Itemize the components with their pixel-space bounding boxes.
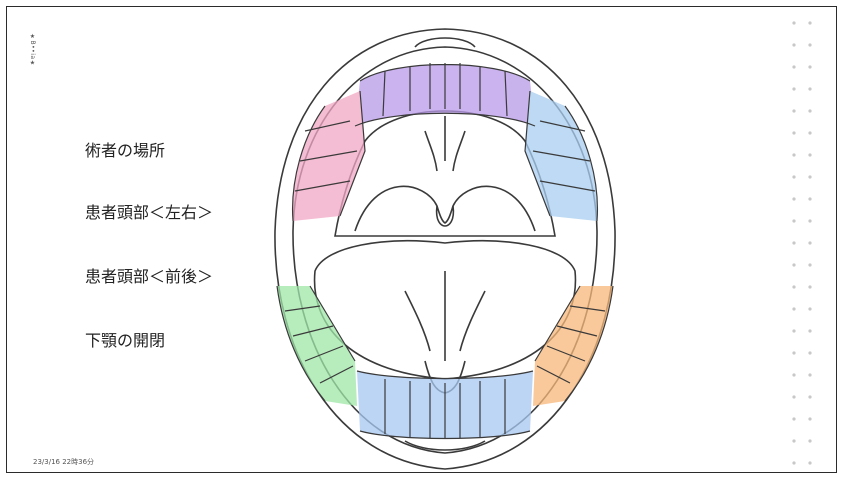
tongue-midline — [405, 271, 485, 361]
lower-left-teeth — [277, 286, 357, 406]
lower-right-teeth — [533, 286, 613, 406]
dotted-border-decoration — [788, 15, 818, 473]
menu-item-head-front-back[interactable]: 患者頭部＜前後＞ — [81, 261, 217, 289]
palate-ridge — [425, 116, 465, 171]
watermark-label: ★B••ia★ — [29, 33, 36, 67]
menu-item-jaw-open-close[interactable]: 下顎の開閉 — [81, 325, 169, 353]
menu-item-head-left-right[interactable]: 患者頭部＜左右＞ — [81, 197, 217, 225]
menu-item-operator-position[interactable]: 術者の場所 — [81, 135, 169, 163]
timestamp: 23/3/16 22時36分 — [33, 457, 94, 467]
throat-arch — [355, 186, 535, 231]
mouth-illustration — [265, 21, 625, 471]
slide: ★B••ia★ 術者の場所 患者頭部＜左右＞ 患者頭部＜前後＞ 下顎の開閉 23… — [6, 6, 837, 473]
upper-lip-notch — [415, 38, 475, 47]
